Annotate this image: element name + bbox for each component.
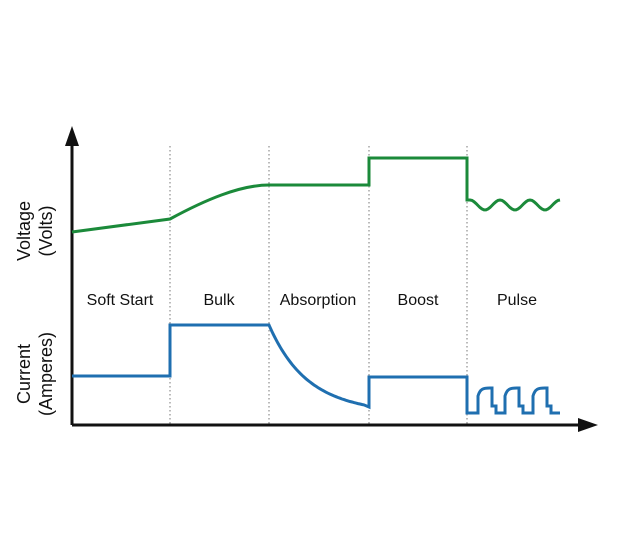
stage-dividers [169, 146, 468, 425]
current-axis-label-line2: (Amperes) [36, 332, 56, 416]
y-axis-arrow-icon [65, 126, 79, 146]
stage-label-boost: Boost [398, 292, 439, 309]
voltage-axis-label-line1: Voltage [14, 201, 34, 261]
current-axis-label-line1: Current [14, 344, 34, 404]
stage-label-bulk: Bulk [203, 292, 235, 309]
voltage-axis-label-line2: (Volts) [36, 205, 56, 256]
voltage-series-line [71, 156, 561, 234]
stage-label-soft-start: Soft Start [87, 292, 154, 309]
stage-label-pulse: Pulse [497, 292, 537, 309]
stage-label-absorption: Absorption [280, 292, 357, 309]
current-series-line [72, 323, 560, 415]
x-axis-arrow-icon [578, 418, 598, 432]
current-axis-label: Current (Amperes) [14, 332, 56, 416]
voltage-axis-label: Voltage (Volts) [14, 201, 56, 261]
